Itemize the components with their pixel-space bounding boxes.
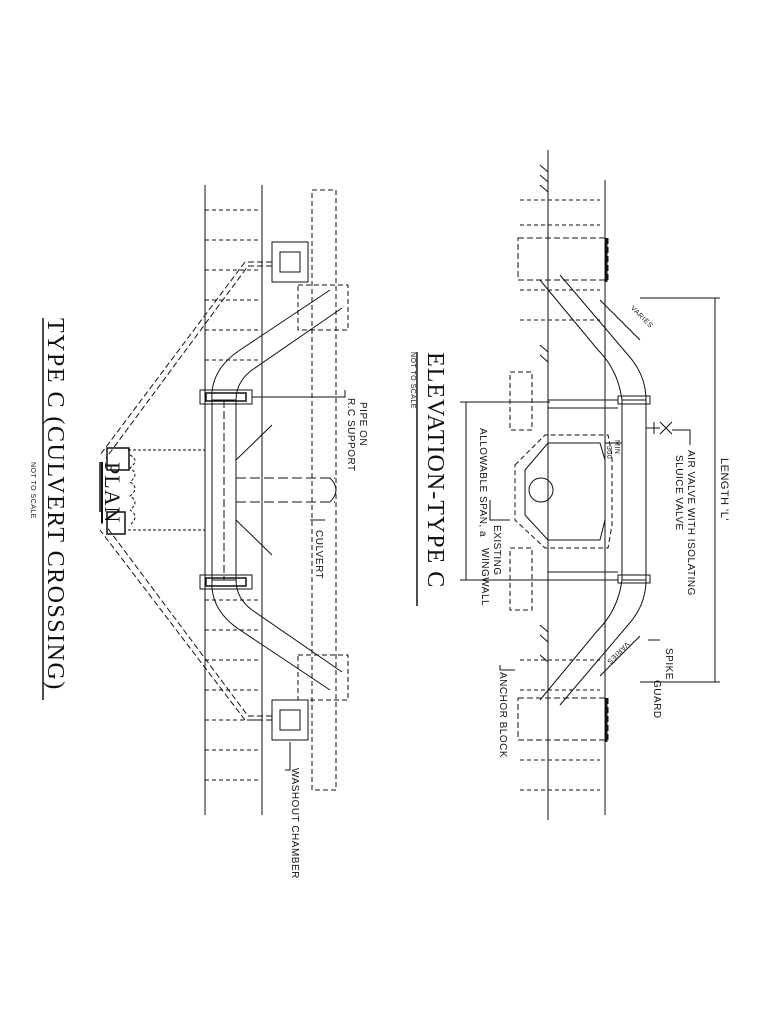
- elev-callout-min-1: MIN: [613, 440, 620, 455]
- elev-support-top: [548, 399, 618, 409]
- plan-channel-banks: [128, 449, 205, 531]
- plan-title: TYPE C (CULVERT CROSSING): [42, 318, 68, 691]
- anchor-block-top: [517, 237, 609, 281]
- elev-pier-bottom: [509, 547, 533, 611]
- plan-scale-note: NOT TO SCALE: [29, 462, 36, 519]
- elev-leader-anchor: [499, 665, 515, 671]
- elev-road-slabs: [520, 199, 600, 791]
- elev-pier-top: [509, 371, 533, 431]
- plan-leader-washout: [285, 742, 291, 771]
- plan-subtitle: PLAN: [100, 462, 125, 524]
- plan-callout-washout: WASHOUT CHAMBER: [289, 768, 300, 879]
- elev-leader-wingwall: [489, 500, 510, 521]
- plan-culvert-channel: [236, 477, 335, 503]
- elev-callout-min-2: 300: [605, 446, 612, 460]
- washout-chamber-top: [271, 241, 309, 283]
- anchor-block-bottom: [517, 697, 609, 741]
- elev-scale-note: NOT TO SCALE: [409, 352, 416, 409]
- dim-varies-top: [599, 299, 641, 341]
- air-valve-icon: [646, 421, 673, 435]
- plan-view: [42, 185, 349, 815]
- plan-callout-pipe-support-2: R.C SUPPORT: [345, 398, 356, 472]
- elev-callout-allowable-span: ALLOWABLE SPAN, a: [477, 428, 488, 538]
- elev-pipe-bend-top: [539, 274, 647, 401]
- dim-varies-bottom: [599, 635, 641, 677]
- elev-leader-air-valve: [672, 429, 691, 445]
- elev-support-bottom: [548, 571, 618, 581]
- elev-callout-air-valve-1: AIR VALVE WITH ISOLATING: [685, 450, 696, 596]
- washout-pipe-top: [99, 261, 272, 459]
- elev-callout-spike-guard-2: GUARD: [651, 680, 662, 719]
- elev-callout-air-valve-2: SLUICE VALVE: [673, 455, 684, 531]
- plan-pipe-bend-bottom: [211, 579, 343, 691]
- elev-callout-anchor-block: ANCHOR BLOCK: [497, 672, 508, 759]
- plan-road-slabs: [205, 209, 258, 781]
- elev-callout-length: LENGTH 'L': [718, 458, 730, 521]
- plan-pipe-support-top: [199, 389, 253, 405]
- elev-main-pipe: [621, 399, 647, 581]
- washout-chamber-bottom: [271, 699, 309, 741]
- elev-callout-spike-guard-1: SPIKE: [663, 648, 674, 680]
- plan-culvert-wing: [235, 424, 273, 556]
- elev-ground-hatch: [539, 164, 549, 663]
- plan-pipe-support-bottom: [199, 574, 253, 590]
- elev-callout-wingwall-2: WINGWALL: [479, 548, 490, 607]
- elev-culvert-opening: [528, 477, 554, 503]
- plan-pipe-bend-top: [211, 289, 343, 401]
- elev-culvert-box: [524, 442, 606, 541]
- plan-callout-pipe-support-1: PIPE ON: [357, 402, 368, 447]
- plan-headwall-top: [106, 447, 130, 471]
- washout-pipe-bottom: [99, 525, 272, 721]
- plan-leader-pipe-support: [252, 390, 346, 398]
- elevation-view: [416, 150, 720, 820]
- plan-callout-culvert: CULVERT: [313, 530, 324, 580]
- elev-callout-wingwall-1: EXISTING: [491, 525, 502, 576]
- elev-title: ELEVATION-TYPE C: [422, 352, 448, 589]
- plan-headwall-bottom: [106, 511, 126, 535]
- elev-pipe-bend-bottom: [539, 579, 647, 706]
